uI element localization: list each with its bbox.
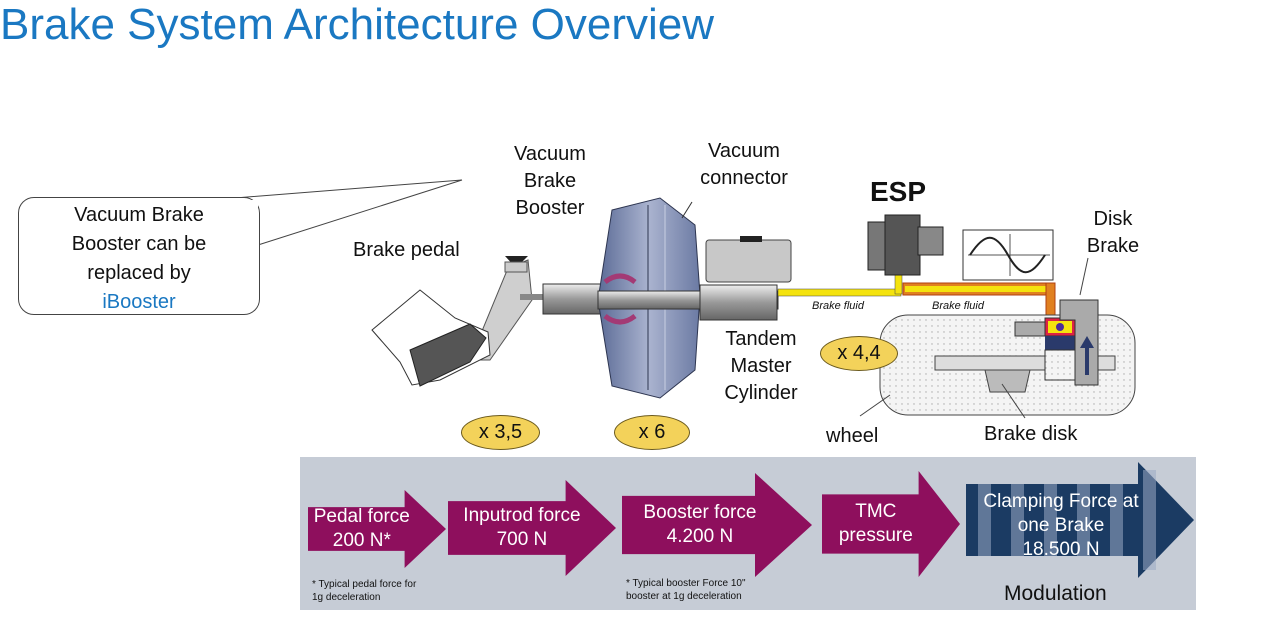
label-tmc-2: Master: [730, 355, 792, 377]
label-brake-fluid-1: Brake fluid: [812, 300, 864, 312]
label-wheel: wheel: [826, 425, 879, 447]
reservoir: [705, 239, 792, 283]
clamping-force-value: 18.500 N: [1022, 539, 1100, 560]
inputrod-force-label: Inputrod force: [463, 505, 581, 526]
label-esp: ESP: [870, 176, 927, 207]
label-vbb-2: Brake: [523, 170, 577, 192]
wheel-leader: [859, 394, 891, 417]
footnote-pedal-1: * Typical pedal force for: [312, 579, 417, 590]
multiplier-booster: x 6: [614, 415, 690, 450]
booster-input-housing: [542, 283, 606, 315]
label-brake-disk: Brake disk: [984, 423, 1078, 445]
callout-ibooster: iBooster: [102, 291, 176, 313]
footnote-pedal: * Typical pedal force for 1g deceleratio…: [312, 578, 416, 604]
inputrod-force-value: 700 N: [496, 529, 548, 550]
label-vbb-3: Booster: [515, 197, 585, 219]
multiplier-pedal: x 3,5: [461, 415, 540, 450]
brake-system-illustration: [371, 197, 1136, 419]
callout-line-3: replaced by: [87, 262, 191, 284]
callout-line-2: Booster can be: [71, 233, 207, 255]
label-vacuum-brake-booster: Vacuum Brake Booster: [505, 141, 595, 222]
label-db-2: Brake: [1086, 235, 1140, 257]
tmc-pressure-label-1: TMC: [855, 501, 897, 522]
shoe-shape: [371, 289, 491, 387]
disk-brake-leader: [1079, 257, 1089, 296]
label-db-1: Disk: [1093, 208, 1133, 230]
multiplier-hydraulic: x 4,4: [820, 336, 898, 371]
brake-fluid-line-1: [777, 288, 902, 297]
page-title: Brake System Architecture Overview: [0, 0, 715, 49]
esp-modulation-graph: [962, 229, 1054, 281]
callout-line-1: Vacuum Brake: [74, 204, 204, 226]
footnote-booster-1: * Typical booster Force 10": [626, 578, 746, 589]
label-disk-brake: Disk Brake: [1080, 206, 1146, 260]
footnote-booster: * Typical booster Force 10" booster at 1…: [626, 577, 746, 603]
label-vc-1: Vacuum: [708, 140, 780, 162]
footnote-booster-2: booster at 1g deceleration: [626, 591, 742, 602]
label-tmc-1: Tandem: [725, 328, 797, 350]
pedal-force-label: Pedal force: [313, 506, 410, 527]
callout-bubble: Vacuum Brake Booster can be replaced by …: [18, 197, 260, 315]
arrow-clamping-force: [966, 462, 1194, 578]
label-tmc-3: Cylinder: [724, 382, 798, 404]
input-rod: [520, 294, 545, 300]
footnote-pedal-2: 1g deceleration: [312, 592, 381, 603]
brake-disk-leader: [1001, 383, 1026, 419]
pedal-force-value: 200 N*: [332, 530, 391, 551]
booster-force-value: 4.200 N: [666, 526, 734, 547]
label-brake-fluid-2: Brake fluid: [932, 300, 984, 312]
master-cylinder: [699, 284, 778, 321]
esp-unit: [867, 214, 944, 276]
label-vc-2: connector: [700, 167, 788, 189]
tmc-pressure-label-2: pressure: [838, 525, 913, 546]
label-modulation: Modulation: [1004, 582, 1107, 605]
clamping-force-line-2: one Brake: [1017, 515, 1105, 536]
label-vacuum-connector: Vacuum connector: [692, 138, 796, 192]
booster-force-label: Booster force: [643, 502, 757, 523]
clamping-force-text: Clamping Force at one Brake 18.500 N: [966, 490, 1156, 562]
caliper-shape: [1014, 299, 1099, 386]
label-vbb-1: Vacuum: [514, 143, 586, 165]
clamping-force-line-1: Clamping Force at: [983, 491, 1139, 512]
label-brake-pedal: Brake pedal: [353, 239, 460, 261]
label-tandem-master-cylinder: Tandem Master Cylinder: [715, 326, 807, 407]
